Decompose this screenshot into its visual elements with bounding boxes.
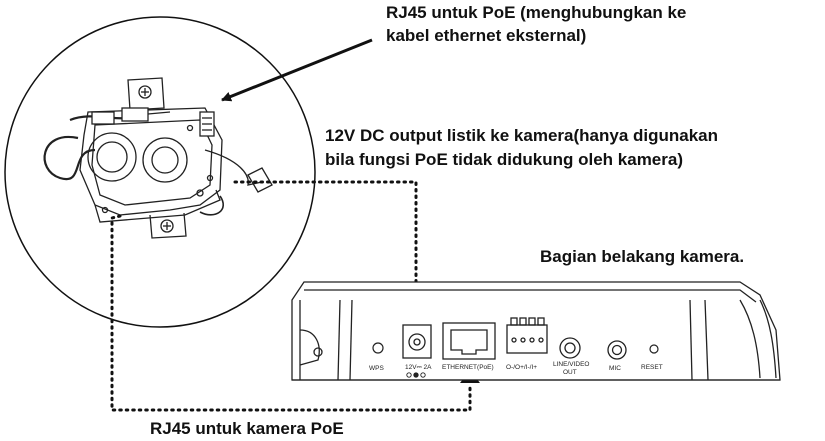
rj45-poe-label-line2: kabel ethernet eksternal) — [386, 26, 587, 45]
dc-output-label-line1: 12V DC output listik ke kamera(hanya dig… — [325, 126, 719, 145]
dotted-connectors — [110, 180, 472, 412]
camera-bracket-drawing — [43, 77, 273, 239]
panel-label-line-video-2: OUT — [563, 369, 577, 376]
power-indicator-dots — [406, 372, 426, 378]
power-jack — [402, 324, 432, 359]
rj45-camera-label: RJ45 untuk kamera PoE — [150, 419, 344, 438]
wps-button — [372, 342, 384, 354]
reset-button — [649, 344, 659, 354]
ethernet-port — [442, 322, 496, 360]
panel-label-mic: MIC — [609, 365, 621, 372]
panel-label-line-video-1: LINE/VIDEO — [553, 361, 589, 368]
panel-label-power: 12V⎓ 2A — [405, 364, 432, 371]
panel-label-io: O-/O+/I-/I+ — [506, 364, 537, 371]
io-terminal-block — [506, 317, 548, 354]
dc-output-label-line2: bila fungsi PoE tidak didukung oleh kame… — [325, 150, 683, 169]
dc-output-dotted-line — [233, 180, 418, 306]
line-video-out-jack — [559, 337, 581, 359]
rj45-poe-pointer-arrow — [221, 38, 373, 102]
back-of-camera-label: Bagian belakang kamera. — [540, 247, 745, 266]
rj45-poe-label-line1: RJ45 untuk PoE (menghubungkan ke — [386, 3, 687, 22]
camera-internals-circle — [4, 16, 316, 328]
panel-label-wps: WPS — [369, 365, 384, 372]
panel-label-reset: RESET — [641, 364, 663, 371]
panel-label-ethernet: ETHERNET(PoE) — [442, 364, 494, 371]
mic-jack — [607, 340, 627, 360]
rj45-camera-dotted-line — [110, 214, 472, 412]
